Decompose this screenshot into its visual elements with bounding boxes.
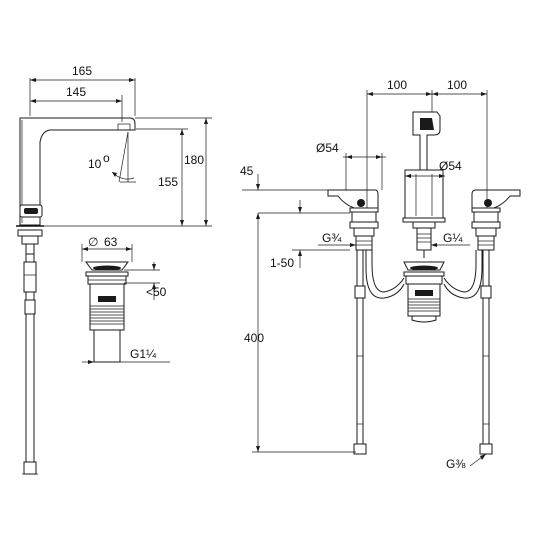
waste-view: ∅ 63 <50 G1¼ <box>81 235 170 364</box>
dim-side-angle-unit: o <box>103 151 110 165</box>
dim-front-spout-diam: Ø54 <box>439 159 462 173</box>
dim-waste-diameter-symbol: ∅ <box>88 235 98 249</box>
dim-front-offset: 45 <box>240 164 254 178</box>
dim-side-angle: 10 <box>88 157 102 171</box>
dim-front-hose-thread: G⅜ <box>446 457 466 471</box>
dim-side-height-total: 180 <box>184 153 204 167</box>
front-view: 100 100 Ø54 Ø54 <box>240 78 521 471</box>
dim-front-thread-left: G¾ <box>322 231 342 245</box>
dim-front-spacing-left: 100 <box>387 78 407 92</box>
dim-front-hose-length: 400 <box>244 331 264 345</box>
dim-side-width-inner: 145 <box>66 85 86 99</box>
dim-waste-thread: G1¼ <box>130 347 157 361</box>
dim-side-height-spout: 155 <box>158 175 178 189</box>
dim-front-handle-diam: Ø54 <box>316 141 339 155</box>
dim-waste-diameter: 63 <box>104 235 118 249</box>
dim-front-spacing-right: 100 <box>447 78 467 92</box>
dim-waste-height: <50 <box>146 285 167 299</box>
dim-front-thread-right: G¼ <box>443 231 463 245</box>
dim-front-range: 1-50 <box>270 256 294 270</box>
side-view: 165 145 180 155 10 o <box>16 64 212 475</box>
dim-side-width-outer: 165 <box>72 64 92 78</box>
